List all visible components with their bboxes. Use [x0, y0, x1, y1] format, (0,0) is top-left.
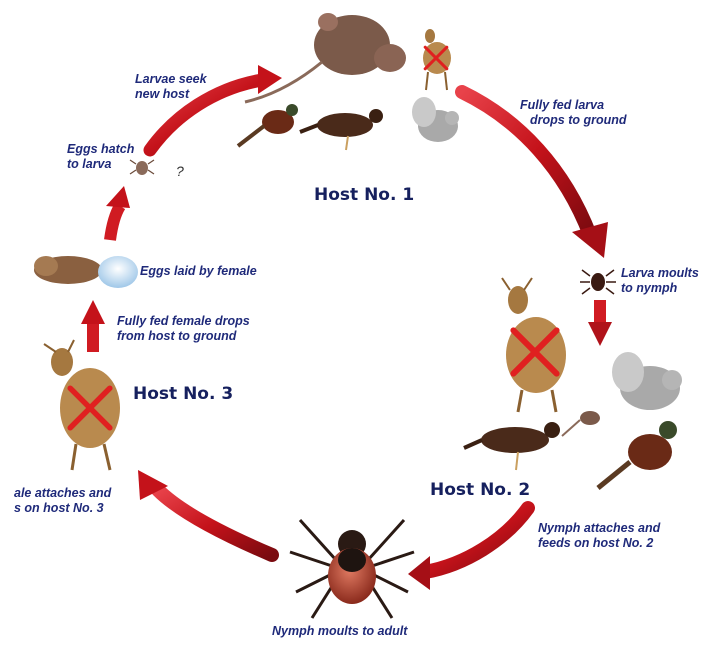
pheasant-icon [238, 104, 298, 146]
arrow-eggs-hatch [110, 206, 120, 240]
arrow-head [572, 222, 608, 258]
label-female-attaches: ale attaches and s on host No. 3 [14, 486, 111, 516]
question-mark: ? [176, 164, 184, 179]
label-line: ale attaches and [14, 486, 111, 501]
label-line: drops to ground [520, 113, 627, 128]
label-line: s on host No. 3 [14, 501, 111, 516]
arrow-head [106, 186, 130, 208]
host-1-label: Host No. 1 [314, 185, 414, 205]
deer-icon [44, 340, 120, 470]
label-line: Larva moults [621, 266, 699, 281]
label-eggs-laid: Eggs laid by female [140, 264, 257, 279]
mouse-icon [562, 411, 600, 436]
label-female-drops: Fully fed female drops from host to grou… [117, 314, 250, 344]
arrow-head [588, 322, 612, 346]
label-larvae-seek: Larvae seek new host [135, 72, 207, 102]
label-line: Fully fed larva [520, 98, 627, 113]
pheasant-icon [598, 421, 677, 488]
label-line: Larvae seek [135, 72, 207, 87]
arrow-host2-to-adult [425, 508, 528, 572]
label-line: feeds on host No. 2 [538, 536, 660, 551]
deer-icon [423, 29, 451, 90]
label-line: to larva [67, 157, 134, 172]
tick-icon [580, 270, 616, 294]
squirrel-icon [412, 97, 459, 142]
squirrel-icon [612, 352, 682, 410]
host-2-label: Host No. 2 [430, 480, 530, 500]
label-nymph-moults: Nymph moults to adult [272, 624, 407, 639]
label-line: Eggs hatch [67, 142, 134, 157]
label-nymph-attaches: Nymph attaches and feeds on host No. 2 [538, 521, 660, 551]
bird-icon [464, 422, 560, 470]
arrow-adult-to-host3 [158, 490, 272, 555]
label-line: new host [135, 87, 207, 102]
egg-mass-icon [34, 256, 138, 288]
label-line: Fully fed female drops [117, 314, 250, 329]
label-line: Nymph attaches and [538, 521, 660, 536]
deer-icon [502, 278, 566, 412]
arrow-head [408, 556, 430, 590]
label-line: Nymph moults to adult [272, 624, 407, 639]
label-eggs-hatch: Eggs hatch to larva [67, 142, 134, 172]
host-3-label: Host No. 3 [133, 384, 233, 404]
label-larva-moults: Larva moults to nymph [621, 266, 699, 296]
label-line: from host to ground [117, 329, 250, 344]
label-fed-larva-drops: Fully fed larva drops to ground [520, 98, 627, 128]
tick-icon [290, 520, 414, 618]
bird-icon [300, 109, 383, 150]
label-line: to nymph [621, 281, 699, 296]
label-line: Eggs laid by female [140, 264, 257, 279]
arrow-head [81, 300, 105, 324]
mouse-icon [245, 13, 406, 102]
